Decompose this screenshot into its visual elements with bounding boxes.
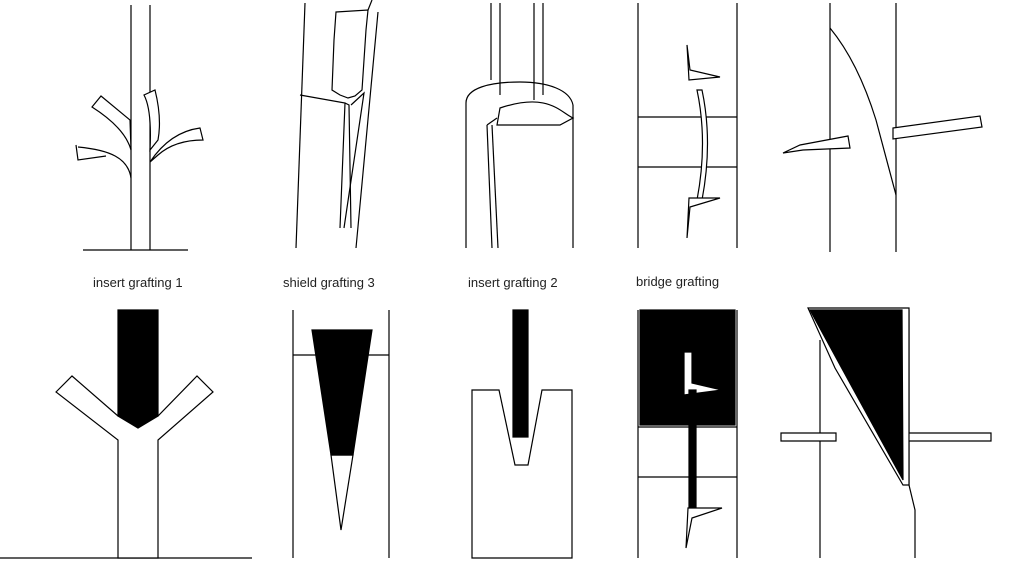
figure-cleft-grafting-top: [465, 3, 575, 249]
figure-side-grafting-detail: [780, 307, 992, 558]
label-insert-grafting-2: insert grafting 2: [468, 275, 558, 290]
figure-bridge-grafting-top: [637, 3, 738, 248]
figure-bridge-grafting-detail: [637, 309, 738, 558]
figure-shield-grafting-detail: [292, 310, 390, 558]
figure-insert-grafting-1-top: [75, 5, 204, 251]
figure-shield-grafting-top: [295, 0, 379, 249]
label-bridge-grafting: bridge grafting: [636, 274, 720, 289]
label-shield-grafting-3: shield grafting 3: [283, 275, 375, 290]
figure-insert-grafting-2-detail: [471, 309, 573, 559]
figure-insert-grafting-1-detail: [0, 309, 252, 559]
label-insert-grafting-1: insert grafting 1: [93, 275, 183, 290]
figure-side-grafting-top: [782, 3, 983, 252]
